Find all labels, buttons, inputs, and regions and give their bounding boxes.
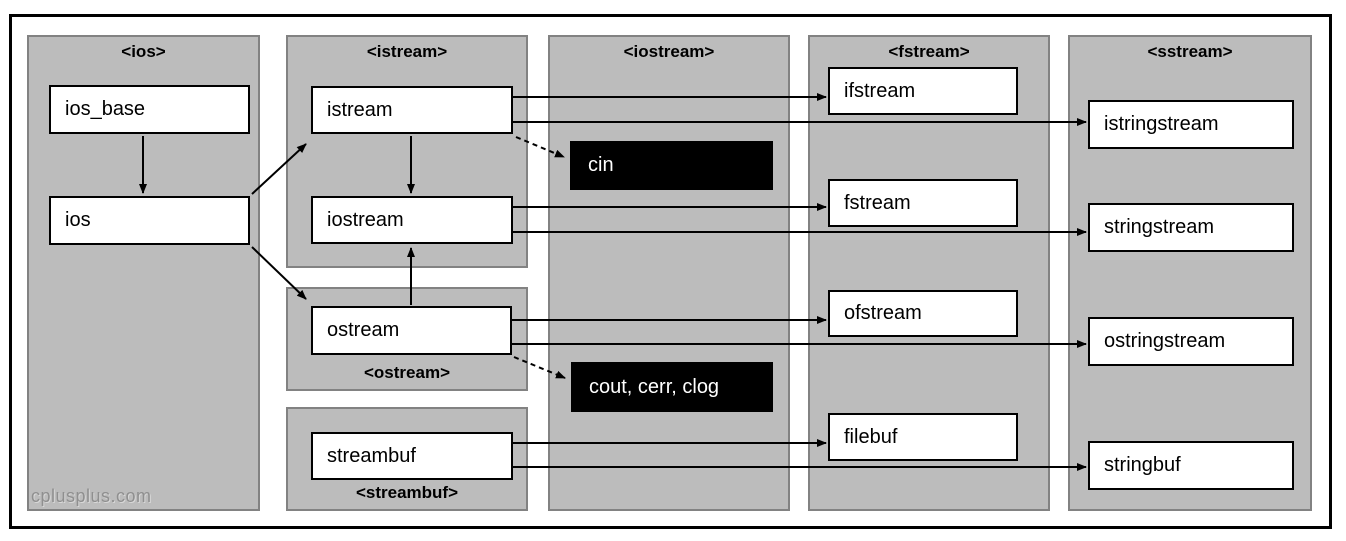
node-ostream[interactable]: ostream <box>311 306 512 355</box>
node-streambuf[interactable]: streambuf <box>311 432 513 480</box>
panel-iostream-header: <iostream> <box>623 42 715 61</box>
panel-iostream: <iostream> <box>548 35 790 511</box>
node-stringstream[interactable]: stringstream <box>1088 203 1294 252</box>
watermark: cplusplus.com <box>31 486 152 506</box>
node-istringstream[interactable]: istringstream <box>1088 100 1294 149</box>
node-ios[interactable]: ios <box>49 196 250 245</box>
node-iostream[interactable]: iostream <box>311 196 513 244</box>
node-filebuf[interactable]: filebuf <box>828 413 1018 461</box>
node-cin[interactable]: cin <box>570 141 773 190</box>
node-ifstream[interactable]: ifstream <box>828 67 1018 115</box>
node-ofstream[interactable]: ofstream <box>828 290 1018 337</box>
node-ios-base[interactable]: ios_base <box>49 85 250 134</box>
panel-istream-header: <istream> <box>366 42 448 61</box>
panel-ostream-header: <ostream> <box>364 363 450 382</box>
node-istream[interactable]: istream <box>311 86 513 134</box>
node-fstream[interactable]: fstream <box>828 179 1018 227</box>
panel-sstream-header: <sstream> <box>1147 42 1233 61</box>
panel-ios-header: <ios> <box>121 42 166 61</box>
panel-fstream-header: <fstream> <box>888 42 970 61</box>
panel-streambuf-header: <streambuf> <box>355 483 459 502</box>
node-stringbuf[interactable]: stringbuf <box>1088 441 1294 490</box>
node-cout-cerr-clog[interactable]: cout, cerr, clog <box>571 362 773 412</box>
node-ostringstream[interactable]: ostringstream <box>1088 317 1294 366</box>
